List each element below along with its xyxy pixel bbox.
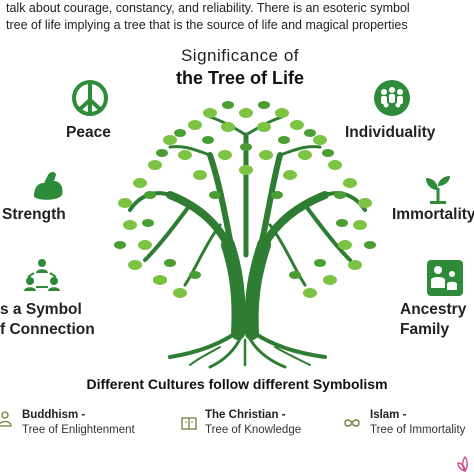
family-icon <box>427 260 463 296</box>
individuality-label: Individuality <box>345 124 436 141</box>
sprout-icon <box>426 176 450 204</box>
islam-subtitle: Tree of Immortality <box>370 424 466 436</box>
connection-label-line-2: f Connection <box>0 321 95 338</box>
intro-line-1: talk about courage, constancy, and relia… <box>6 1 410 15</box>
buddhism-title: Buddhism - <box>22 409 86 421</box>
infinity-icon <box>344 419 360 427</box>
ancestry-label-line-2: Family <box>400 321 450 338</box>
peace-label: Peace <box>66 124 111 141</box>
christian-subtitle: Tree of Knowledge <box>205 424 302 436</box>
christian-title: The Christian - <box>205 409 286 421</box>
immortality-label: Immortality <box>392 206 474 223</box>
page-title-line-2: the Tree of Life <box>175 68 305 88</box>
connection-label-line-1: s a Symbol <box>0 301 82 318</box>
islam-title: Islam - <box>370 409 407 421</box>
peace-icon <box>72 80 108 116</box>
community-icon <box>374 80 410 116</box>
tree-leaves <box>114 101 376 298</box>
ancestry-label-line-1: Ancestry <box>400 301 467 318</box>
flexed-arm-icon <box>34 172 63 200</box>
cultures-heading: Different Cultures follow different Symb… <box>86 376 388 392</box>
tree-of-life-illustration <box>114 101 376 369</box>
connection-icon <box>24 259 60 291</box>
lotus-logo-icon <box>457 455 468 473</box>
page-title-line-1: Significance of <box>180 46 300 65</box>
intro-line-2: tree of life implying a tree that is the… <box>6 18 408 32</box>
intro-text: talk about courage, constancy, and relia… <box>0 0 474 34</box>
strength-label: Strength <box>2 206 66 223</box>
buddha-icon <box>0 411 12 427</box>
bible-icon <box>181 417 197 430</box>
buddhism-subtitle: Tree of Enlightenment <box>22 424 135 436</box>
